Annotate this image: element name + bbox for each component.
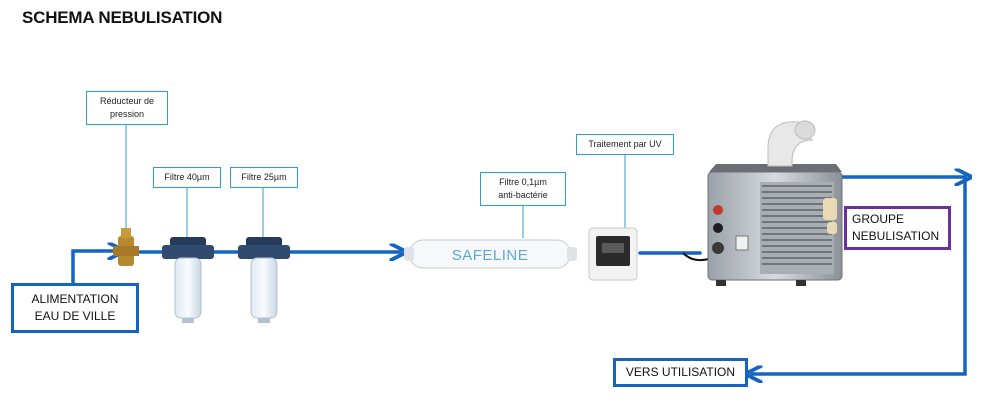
uv-treatment-label: Traitement par UV [576, 134, 674, 155]
safeline-brand-text: SAFELINE [452, 247, 529, 264]
nebulisation-group-box: GROUPE NEBULISATION [844, 206, 951, 250]
filter-25-label: Filtre 25µm [230, 167, 298, 188]
filter-40-label: Filtre 40µm [153, 167, 221, 188]
uv-unit-icon [588, 227, 638, 281]
filter-25-icon [238, 237, 290, 323]
nebulisation-unit-icon [682, 120, 843, 286]
safeline-filter-icon: SAFELINE [404, 239, 577, 269]
filter-40-icon [162, 237, 214, 323]
water-supply-box: ALIMENTATION EAU DE VILLE [11, 283, 139, 333]
page-title: SCHEMA NEBULISATION [22, 8, 223, 27]
label-connectors [125, 123, 626, 238]
pressure-reducer-icon [113, 228, 139, 266]
output-usage-box: VERS UTILISATION [613, 358, 748, 387]
pressure-reducer-label: Réducteur de pression [86, 91, 168, 125]
filter-01-label: Filtre 0,1µm anti-bactérie [480, 172, 566, 206]
